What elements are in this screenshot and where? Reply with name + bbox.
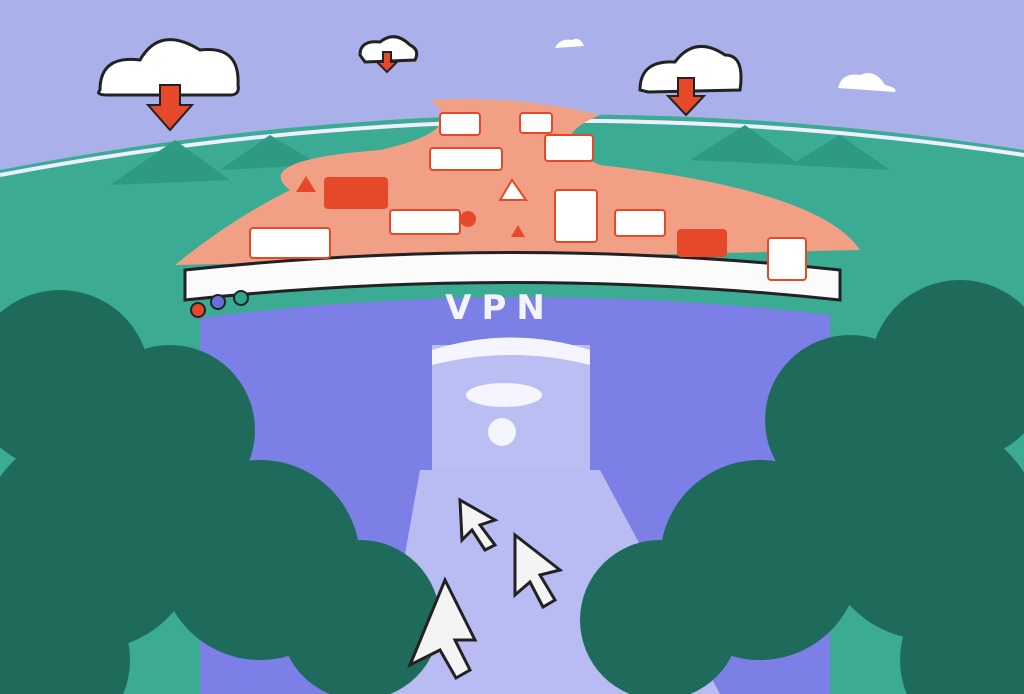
- wifi-icon: [432, 337, 590, 365]
- browser-dot-blue: [210, 294, 226, 310]
- chat-icon: [429, 147, 503, 171]
- envelope-icon: [677, 229, 727, 257]
- data-river: [175, 99, 860, 265]
- warning-icon: [296, 176, 528, 237]
- forest-right: [580, 280, 1024, 694]
- browser-dot-teal: [233, 290, 249, 306]
- document-icon: [554, 189, 598, 243]
- waterfall: [432, 345, 590, 475]
- image-icon: [324, 177, 388, 209]
- browser-dot-red: [190, 302, 206, 318]
- browser-toolbar: [183, 251, 842, 302]
- vpn-title: VPN: [445, 288, 555, 328]
- cloud-download-icon: [97, 35, 743, 97]
- cursor-icon: [407, 497, 564, 681]
- forest-left: [0, 290, 440, 694]
